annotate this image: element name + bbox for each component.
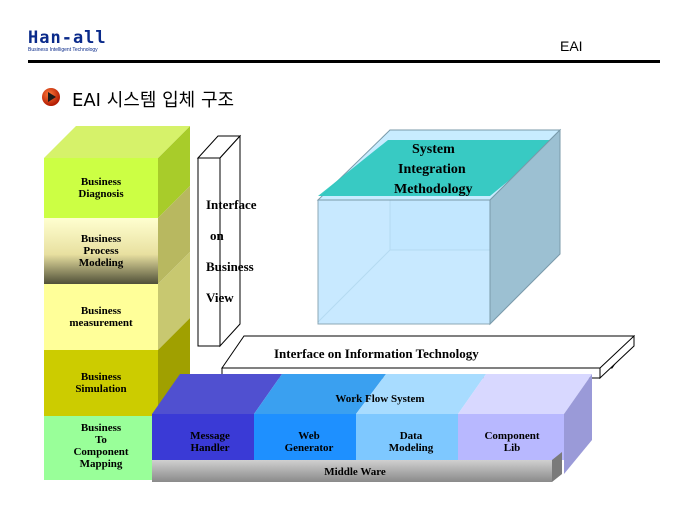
play-bullet-icon — [42, 88, 60, 106]
stack-top — [44, 126, 190, 158]
page-title: EAI 시스템 입체 구조 — [72, 90, 235, 111]
stack-side-2 — [158, 186, 190, 284]
module-top-2 — [254, 374, 386, 414]
cube-methodology-plane — [318, 140, 558, 196]
label-ibv-line-2: on — [210, 228, 224, 243]
stack-front-1 — [44, 158, 158, 218]
middleware-front — [152, 460, 552, 482]
label-interface-it: Interface on Information Technology — [274, 346, 479, 361]
company-logo: Han-all Business Intelligent Technology — [28, 28, 107, 54]
module-front-2 — [254, 414, 356, 460]
label-business-measurement: Business measurement — [69, 305, 133, 329]
stack-front-5 — [44, 416, 158, 480]
module-front-1 — [152, 414, 254, 460]
label-methodology-3: Methodology — [394, 182, 473, 197]
label-ibv-line-1: Interface — [206, 197, 257, 212]
label-methodology-2: Integration — [398, 162, 466, 177]
stack-front-2 — [44, 218, 158, 284]
label-ibv-line-3: Business — [206, 259, 254, 274]
label-business-process-modeling: Business Process Modeling — [78, 233, 124, 269]
header-divider — [28, 60, 660, 63]
label-component-lib: Component Lib — [484, 430, 540, 454]
stack-front-4 — [44, 350, 158, 416]
label-message-handler: Message Handler — [190, 430, 230, 454]
module-top-4 — [458, 374, 592, 414]
label-ibv-line-4: View — [206, 290, 234, 305]
module-front-3 — [356, 414, 458, 460]
label-middleware: Middle Ware — [324, 466, 386, 478]
module-top-3 — [356, 374, 486, 414]
label-business-simulation: Business Simulation — [75, 371, 127, 395]
label-data-modeling: Data Modeling — [388, 430, 434, 454]
cube-side — [489, 128, 561, 326]
logo-text: Han-all — [28, 28, 107, 48]
stack-side-3 — [158, 252, 190, 350]
cube-front — [317, 199, 491, 325]
module-front-4 — [458, 414, 564, 460]
module-side — [564, 374, 592, 474]
module-top-1 — [152, 374, 282, 414]
middleware-side — [552, 452, 562, 482]
label-business-diagnosis: Business Diagnosis — [78, 176, 124, 200]
ibv-front — [197, 157, 221, 347]
section-code: EAI — [560, 38, 583, 54]
logo-tagline: Business Intelligent Technology — [28, 47, 98, 53]
stack-front-3 — [44, 284, 158, 350]
label-methodology-1: System — [412, 142, 455, 157]
label-web-generator: Web Generator — [284, 430, 334, 454]
label-workflow-system: Work Flow System — [335, 393, 425, 405]
stack-side-1 — [158, 126, 190, 218]
label-business-to-component-mapping: Business To Component Mapping — [73, 422, 129, 470]
